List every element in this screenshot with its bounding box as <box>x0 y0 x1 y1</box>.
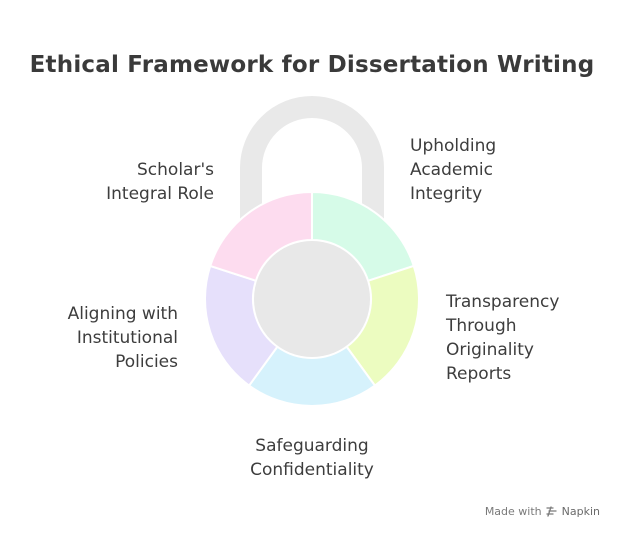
label-line: Scholar's <box>137 160 214 180</box>
label-aligning-with-institutional-policies: Aligning with Institutional Policies <box>30 302 178 374</box>
label-line: Integral Role <box>106 184 214 204</box>
watermark-prefix: Made with <box>484 505 542 518</box>
label-line: Through <box>446 316 517 336</box>
label-line: Aligning with <box>67 304 178 324</box>
lock-center <box>254 241 370 357</box>
label-upholding-academic-integrity: Upholding Academic Integrity <box>410 134 496 206</box>
segments-ring <box>204 190 420 407</box>
label-line: Upholding <box>410 136 497 156</box>
label-line: Originality <box>446 340 534 360</box>
padlock-shackle <box>240 96 384 235</box>
watermark-brand: Napkin <box>561 505 600 518</box>
label-safeguarding-confidentiality: Safeguarding Confidentiality <box>232 434 392 482</box>
segment-scholar <box>208 190 313 283</box>
diagram-title: Ethical Framework for Dissertation Writi… <box>29 52 595 78</box>
label-line: Academic <box>410 160 493 180</box>
label-line: Integrity <box>410 184 483 204</box>
label-line: Transparency <box>446 292 560 312</box>
made-with-napkin-watermark: Made with Napkin <box>485 505 600 518</box>
label-line: Safeguarding <box>255 436 369 456</box>
label-transparency-through-originality-reports: Transparency Through Originality Reports <box>446 290 559 386</box>
label-line: Confidentiality <box>250 460 374 480</box>
label-line: Reports <box>446 364 512 384</box>
label-line: Institutional <box>76 328 178 348</box>
label-scholars-integral-role: Scholar's Integral Role <box>60 158 214 206</box>
label-line: Policies <box>115 352 178 372</box>
napkin-logo-icon <box>545 506 557 517</box>
